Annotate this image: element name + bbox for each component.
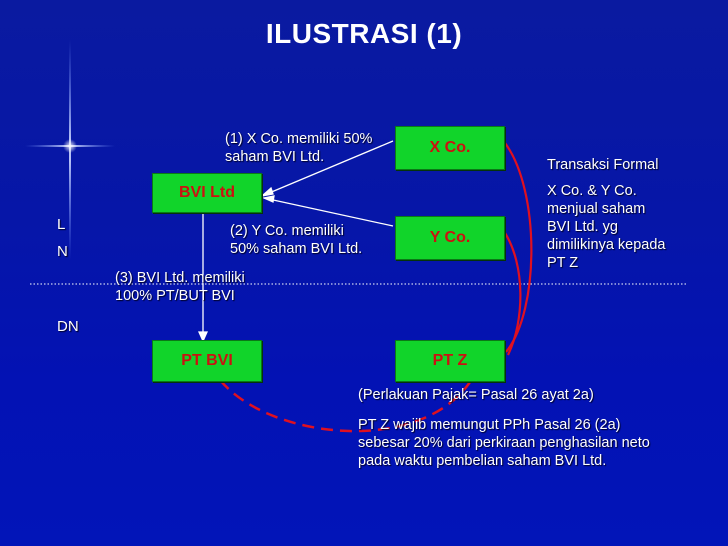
note-line: 100% PT/BUT BVI <box>115 288 235 304</box>
note-bvi-ownership: (3) BVI Ltd. memiliki 100% PT/BUT BVI <box>115 269 245 305</box>
side-label-l: L <box>57 216 66 233</box>
dashed-transfer-curve <box>219 379 472 433</box>
note-line: menjual saham <box>547 201 646 217</box>
note-perlakuan-pajak: (Perlakuan Pajak= Pasal 26 ayat 2a) <box>358 387 594 403</box>
box-y-co: Y Co. <box>395 216 505 260</box>
arrow-yco-to-bvi <box>263 197 394 227</box>
box-x-co: X Co. <box>395 126 505 170</box>
box-pt-bvi: PT BVI <box>152 340 262 382</box>
note-line: (2) Y Co. memiliki <box>230 223 344 239</box>
note-x-co-ownership: (1) X Co. memiliki 50% saham BVI Ltd. <box>225 130 372 166</box>
note-line: pada waktu pembelian saham BVI Ltd. <box>358 453 607 469</box>
note-line: sebesar 20% dari perkiraan penghasilan n… <box>358 435 650 451</box>
arrow-yco-to-ptz <box>504 232 522 356</box>
note-line: PT Z wajib memungut PPh Pasal 26 (2a) <box>358 417 621 433</box>
note-line: X Co. & Y Co. <box>547 183 637 199</box>
box-bvi-ltd: BVI Ltd <box>152 173 262 213</box>
side-label-dn: DN <box>57 318 79 335</box>
note-line: saham BVI Ltd. <box>225 149 325 165</box>
side-label-n: N <box>57 243 68 260</box>
note-y-co-ownership: (2) Y Co. memiliki 50% saham BVI Ltd. <box>230 222 362 258</box>
note-pt-z-obligation: PT Z wajib memungut PPh Pasal 26 (2a) se… <box>358 416 650 470</box>
note-line: (3) BVI Ltd. memiliki <box>115 270 245 286</box>
note-line: (1) X Co. memiliki 50% <box>225 131 373 147</box>
note-transaksi-title: Transaksi Formal <box>547 157 659 173</box>
note-transaksi-formal: Transaksi Formal X Co. & Y Co. menjual s… <box>547 156 665 272</box>
note-line: 50% saham BVI Ltd. <box>230 241 363 257</box>
note-line: dimilikinya kepada <box>547 237 666 253</box>
box-pt-z: PT Z <box>395 340 505 382</box>
flare-star-icon <box>25 40 115 260</box>
note-line: BVI Ltd. yg <box>547 219 618 235</box>
page-title: ILUSTRASI (1) <box>265 18 463 49</box>
note-line: PT Z <box>547 255 579 271</box>
arrow-xco-to-bvi <box>261 140 394 197</box>
